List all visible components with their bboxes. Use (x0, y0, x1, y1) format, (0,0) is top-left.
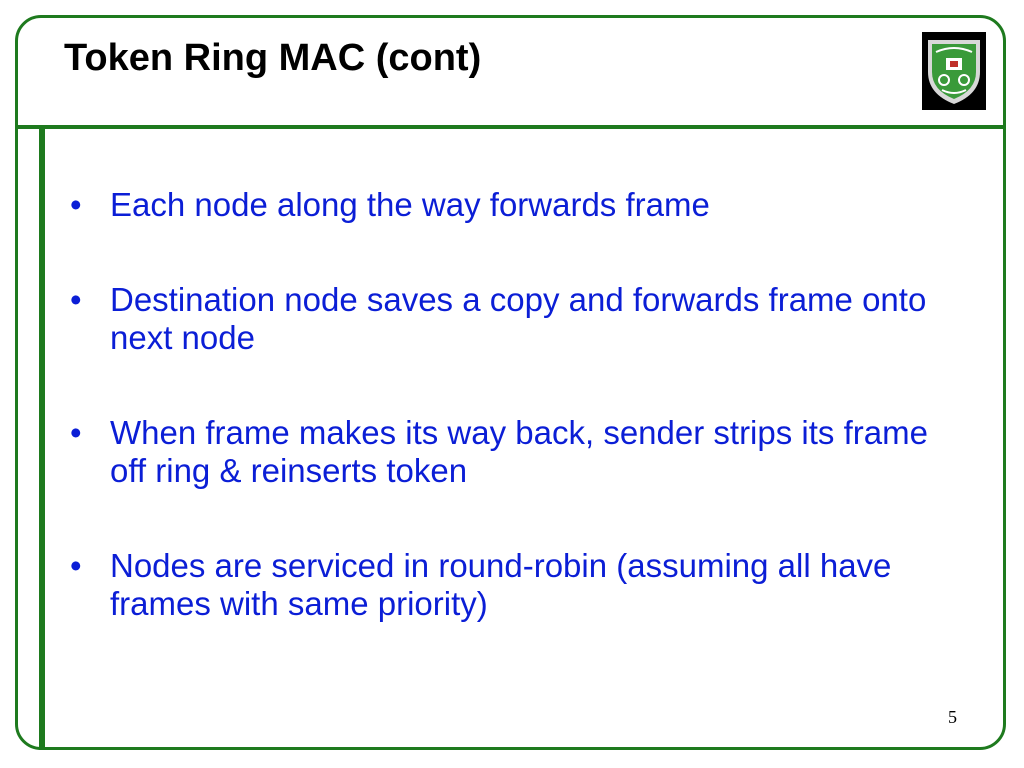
bullet-marker: • (70, 281, 82, 318)
page-number: 5 (948, 707, 957, 727)
bullet-item: • Nodes are serviced in round-robin (ass… (70, 547, 970, 623)
bullet-item: • Each node along the way forwards frame (70, 186, 970, 224)
bullet-item: • When frame makes its way back, sender … (70, 414, 970, 490)
left-accent-bar (39, 125, 45, 750)
bullet-text: Each node along the way forwards frame (110, 186, 710, 223)
emblem-graphic (922, 32, 986, 110)
title-divider-line (15, 125, 1006, 129)
bullet-marker: • (70, 547, 82, 584)
bullet-item: • Destination node saves a copy and forw… (70, 281, 970, 357)
slide-border-frame (15, 15, 1006, 750)
university-emblem-icon (922, 32, 986, 110)
bullet-text: When frame makes its way back, sender st… (110, 414, 928, 489)
bullet-list: • Each node along the way forwards frame… (70, 186, 970, 680)
bullet-marker: • (70, 186, 82, 223)
bullet-text: Nodes are serviced in round-robin (assum… (110, 547, 892, 622)
bullet-marker: • (70, 414, 82, 451)
slide-title: Token Ring MAC (cont) (64, 37, 482, 79)
bullet-text: Destination node saves a copy and forwar… (110, 281, 927, 356)
